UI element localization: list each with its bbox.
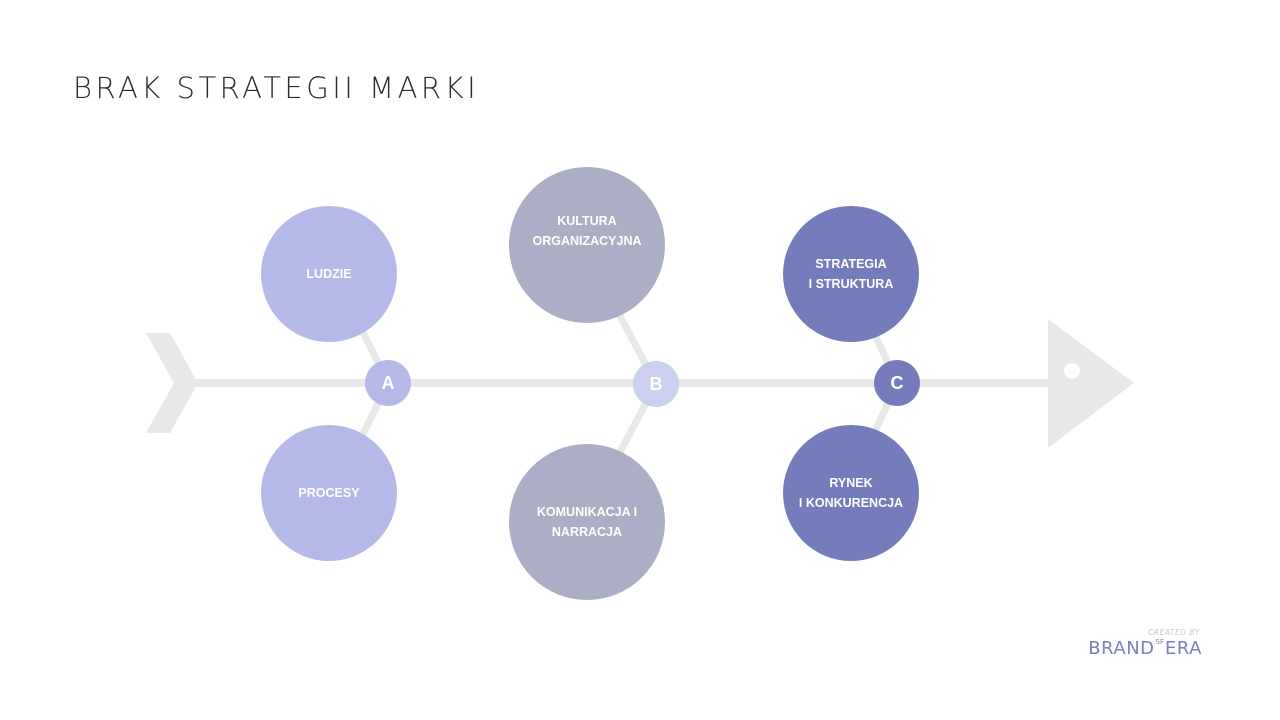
node-label: PROCESY [298, 486, 360, 500]
logo-created-by: CREATED BY [1148, 628, 1200, 637]
logo-era: ERA [1165, 638, 1202, 659]
node-procesy: PROCESY [261, 425, 397, 561]
node-strategia-struktura: STRATEGIA I STRUKTURA [783, 206, 919, 342]
node-label: STRATEGIA I STRUKTURA [808, 257, 894, 291]
hub-b: B [633, 361, 679, 407]
page-title: BRAK STRATEGII MARKI [73, 71, 480, 105]
logo-wordmark: BRANDSFERA [1088, 639, 1202, 658]
node-ludzie: LUDZIE [261, 206, 397, 342]
node-rynek-konkurencja: RYNEK I KONKURENCJA [783, 425, 919, 561]
brandsfera-logo: CREATED BY BRANDSFERA [1088, 628, 1202, 658]
hub-letter: A [381, 372, 395, 393]
node-kultura-organizacyjna: KULTURA ORGANIZACYJNA [509, 167, 665, 323]
fish-tail [146, 333, 198, 433]
hub-c: C [874, 360, 920, 406]
node-label: RYNEK I KONKURENCJA [798, 476, 904, 510]
hub-letter: B [649, 373, 663, 394]
hub-letter: C [890, 372, 904, 393]
node-label: LUDZIE [306, 267, 352, 281]
hub-a: A [365, 360, 411, 406]
logo-sf: SF [1155, 638, 1165, 646]
logo-brand: BRAND [1088, 638, 1155, 659]
node-label: KULTURA ORGANIZACYJNA [532, 214, 642, 248]
node-label: KOMUNIKACJA I NARRACJA [536, 505, 638, 539]
node-komunikacja-narracja: KOMUNIKACJA I NARRACJA [509, 444, 665, 600]
fish-eye [1064, 363, 1080, 379]
fish-head [1048, 319, 1134, 448]
